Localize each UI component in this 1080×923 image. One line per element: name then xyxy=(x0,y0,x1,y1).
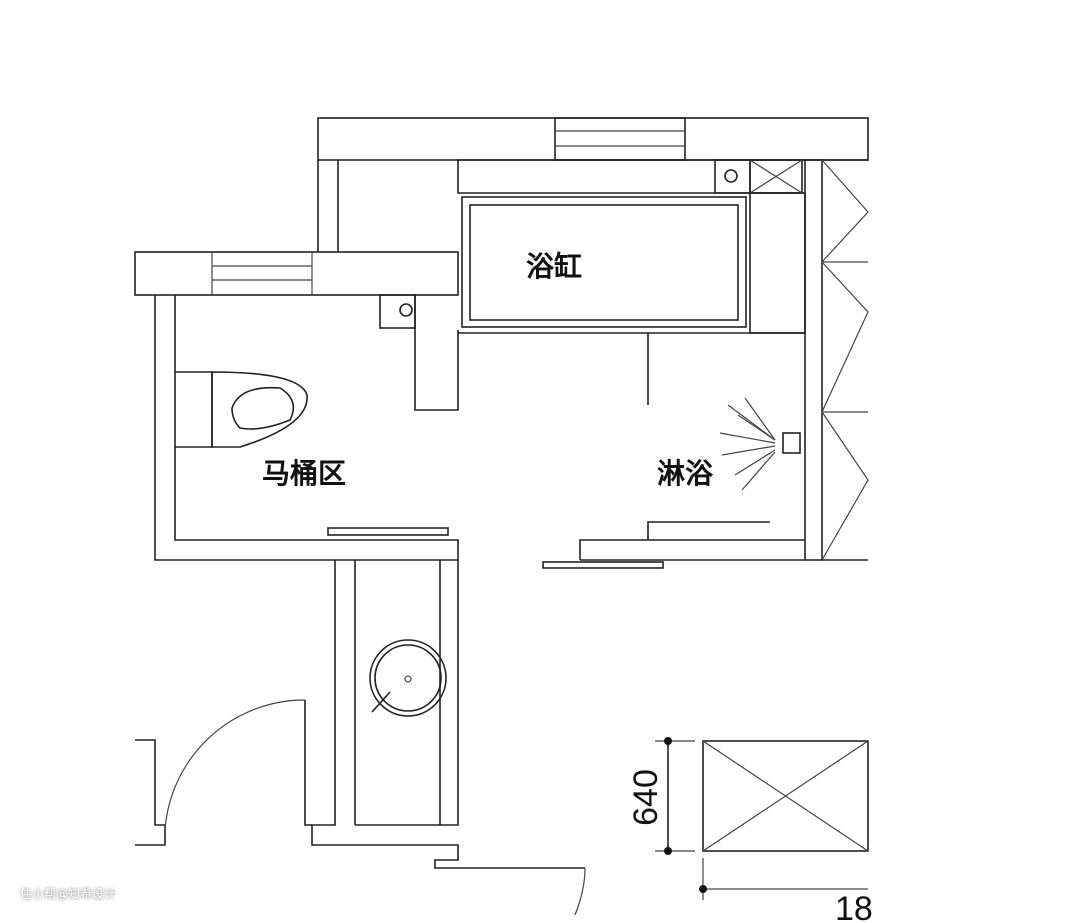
watermark: 住小帮@知希设计 xyxy=(20,887,117,901)
walls xyxy=(134,117,869,916)
room-label-shower: 淋浴 xyxy=(657,457,714,490)
toilet xyxy=(175,371,308,448)
room-label-toilet-area: 马桶区 xyxy=(262,457,347,490)
sink xyxy=(369,639,447,717)
floor-drains xyxy=(399,169,738,317)
dimension-box xyxy=(655,737,869,900)
bathtub xyxy=(461,196,747,328)
dimension-height: 640 xyxy=(626,769,665,826)
shower-head xyxy=(719,397,801,491)
dimension-width: 18 xyxy=(835,890,873,923)
room-label-bathtub: 浴缸 xyxy=(526,250,583,283)
